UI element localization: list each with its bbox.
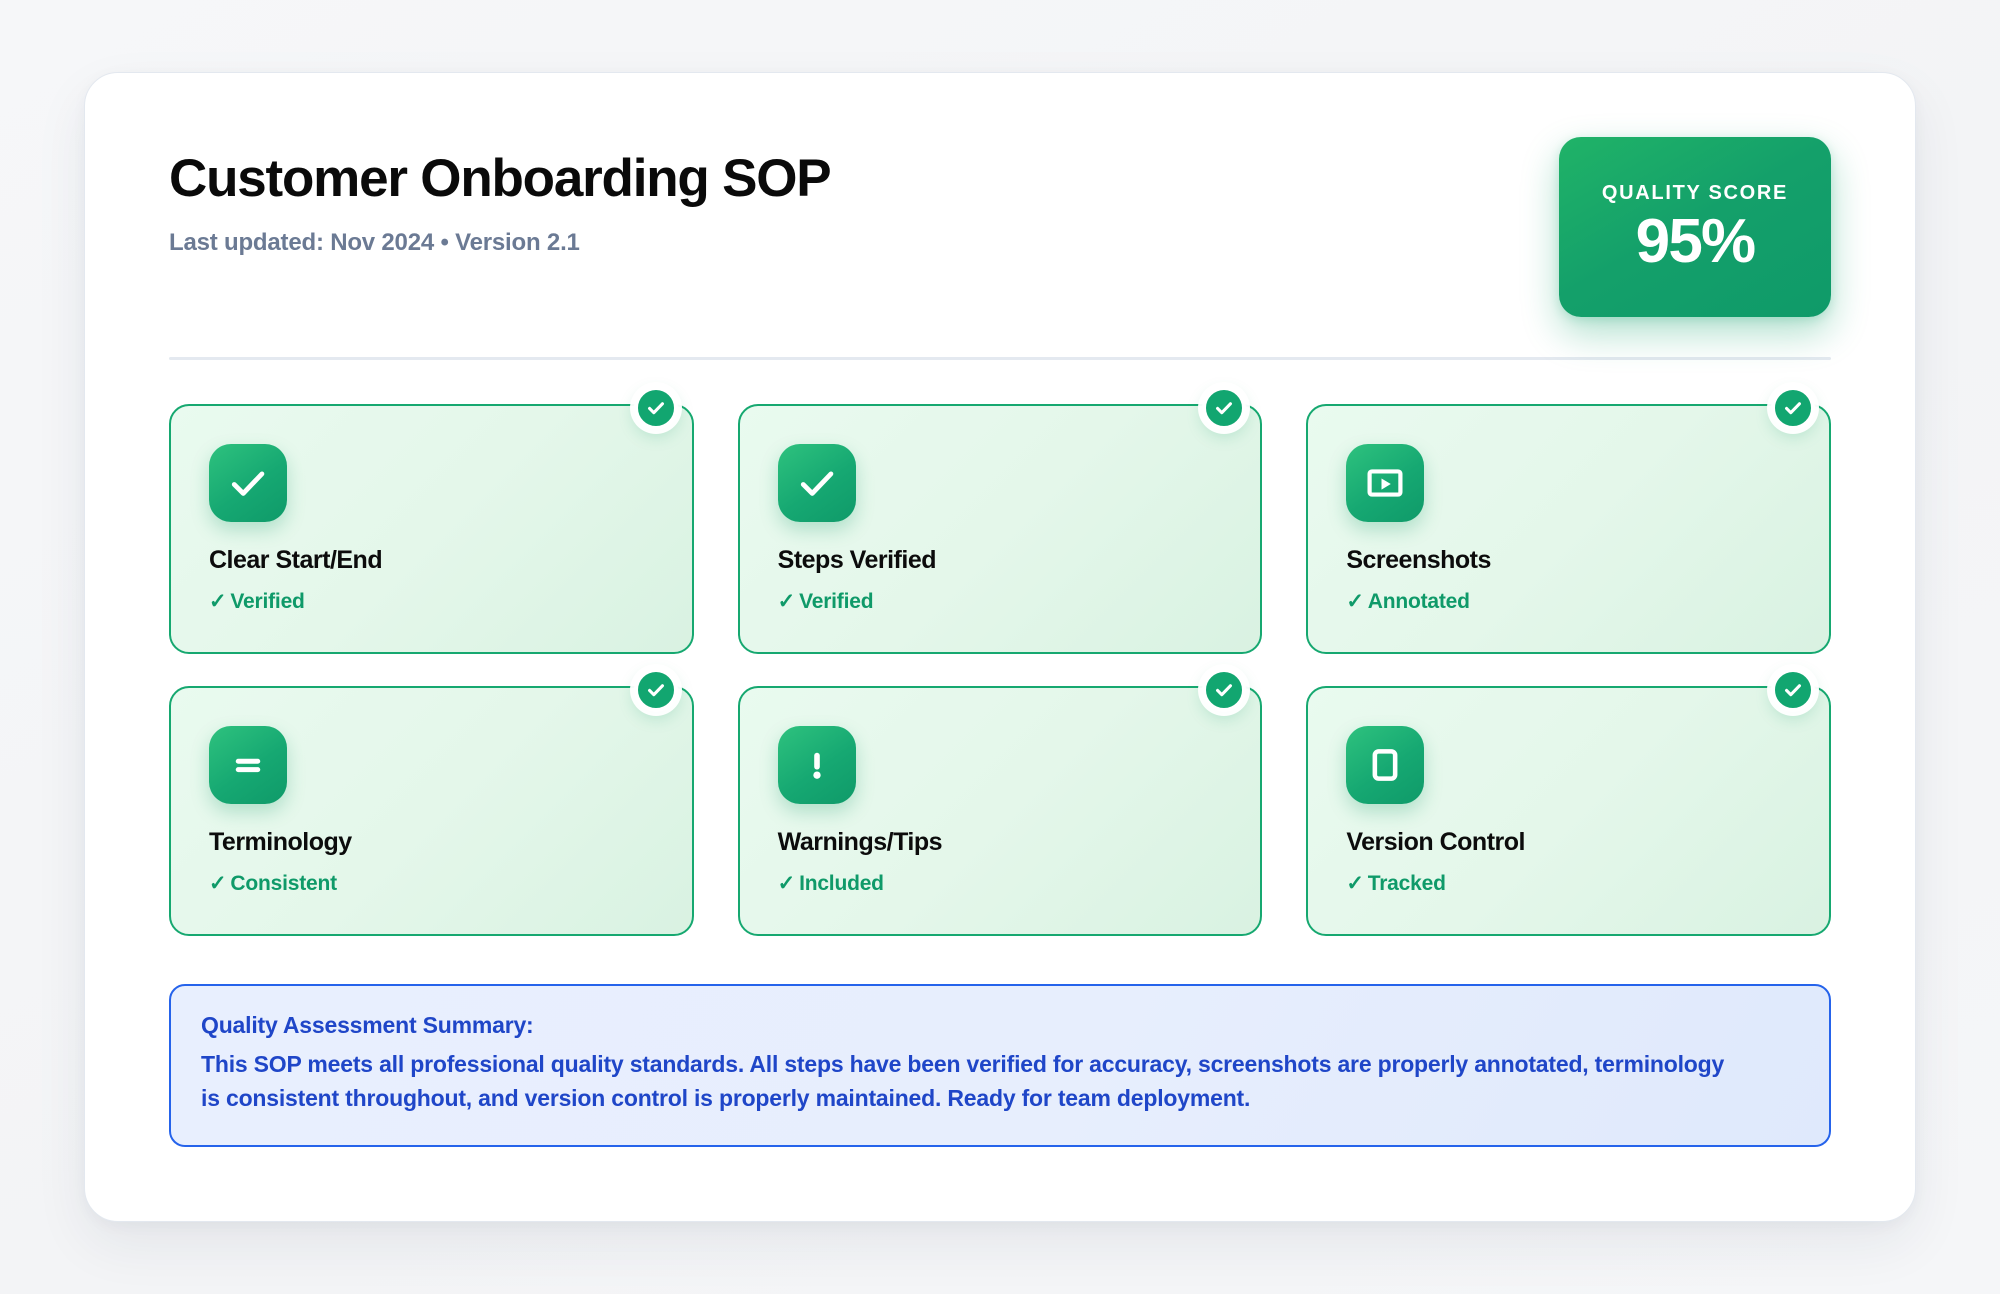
card-status: ✓Verified <box>209 589 654 614</box>
sop-quality-panel: Customer Onboarding SOP Last updated: No… <box>84 72 1916 1222</box>
page-title: Customer Onboarding SOP <box>169 149 832 208</box>
card-title: Clear Start/End <box>209 546 383 574</box>
status-tick-icon: ✓ <box>777 872 796 895</box>
quality-score-badge: QUALITY SCORE 95% <box>1559 137 1831 317</box>
card-title: Steps Verified <box>777 546 937 574</box>
check-badge-icon <box>1771 668 1815 712</box>
card-status-label: Consistent <box>230 872 337 895</box>
panel-header: Customer Onboarding SOP Last updated: No… <box>169 137 1831 351</box>
quality-score-label: QUALITY SCORE <box>1601 181 1789 204</box>
play-frame-icon <box>1346 444 1425 522</box>
card-status: ✓Consistent <box>209 871 654 896</box>
checklist-card-terminology[interactable]: Terminology ✓Consistent <box>169 668 694 936</box>
card-status-label: Tracked <box>1367 872 1446 895</box>
page-subtitle: Last updated: Nov 2024 • Version 2.1 <box>169 229 580 257</box>
exclamation-icon <box>777 726 856 804</box>
status-tick-icon: ✓ <box>777 590 796 613</box>
card-status: ✓Annotated <box>1346 589 1791 614</box>
checklist-card-warnings-tips[interactable]: Warnings/Tips ✓Included <box>737 668 1263 936</box>
check-badge-icon <box>1771 386 1815 430</box>
header-divider <box>169 357 1831 360</box>
card-status-label: Verified <box>799 590 874 613</box>
checklist-card-version-control[interactable]: Version Control ✓Tracked <box>1306 668 1831 936</box>
check-badge-icon <box>633 668 678 712</box>
status-tick-icon: ✓ <box>1346 590 1364 613</box>
card-title: Screenshots <box>1346 546 1491 574</box>
document-outline-icon <box>1346 726 1425 804</box>
card-title: Terminology <box>209 828 352 856</box>
check-badge-icon <box>633 386 678 430</box>
card-status: ✓Included <box>778 871 1223 896</box>
card-title: Version Control <box>1346 828 1525 856</box>
card-status-label: Annotated <box>1367 590 1470 613</box>
check-badge-icon <box>1202 668 1247 712</box>
checklist-card-steps-verified[interactable]: Steps Verified ✓Verified <box>737 386 1263 654</box>
card-status: ✓Tracked <box>1346 871 1791 896</box>
check-badge-icon <box>1202 386 1247 430</box>
checklist-card-screenshots[interactable]: Screenshots ✓Annotated <box>1306 386 1831 654</box>
card-status-label: Included <box>799 872 884 895</box>
equals-icon <box>209 726 287 804</box>
checklist-grid: Clear Start/End ✓Verified Steps Verified… <box>169 386 1831 936</box>
check-icon <box>777 444 856 522</box>
status-tick-icon: ✓ <box>209 590 227 613</box>
card-status: ✓Verified <box>778 589 1223 614</box>
summary-heading: Quality Assessment Summary: <box>201 1012 534 1038</box>
card-title: Warnings/Tips <box>777 828 943 856</box>
checklist-card-clear-start-end[interactable]: Clear Start/End ✓Verified <box>169 386 694 654</box>
quality-assessment-summary: Quality Assessment Summary: This SOP mee… <box>169 984 1831 1148</box>
quality-score-value: 95% <box>1635 206 1756 276</box>
status-tick-icon: ✓ <box>1346 872 1364 895</box>
summary-body: This SOP meets all professional quality … <box>201 1051 1725 1112</box>
status-tick-icon: ✓ <box>209 872 227 895</box>
check-icon <box>209 444 287 522</box>
card-status-label: Verified <box>230 590 305 613</box>
